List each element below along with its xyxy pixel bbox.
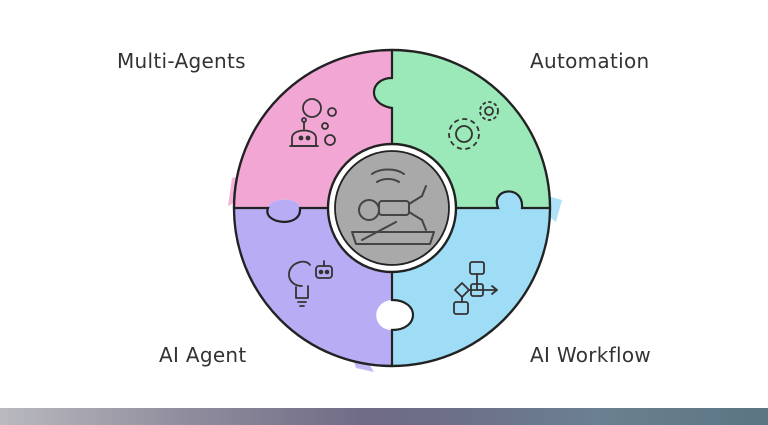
divider-lines	[232, 48, 552, 368]
label-multi-agents: Multi-Agents	[117, 49, 246, 73]
divider-top	[372, 48, 394, 150]
label-ai-workflow: AI Workflow	[530, 343, 652, 367]
flowchart-icon	[453, 261, 498, 315]
outer-ring	[232, 48, 552, 368]
bottom-gradient-strip	[0, 408, 768, 425]
robotic-arm-icon	[351, 168, 435, 245]
gears-icon	[448, 101, 499, 150]
center-circle-fill	[334, 150, 450, 266]
label-ai-agent: AI Agent	[159, 343, 247, 367]
divider-bottom	[390, 268, 415, 368]
divider-right	[452, 190, 552, 210]
bot-with-bubbles-icon	[289, 98, 337, 147]
label-automation: Automation	[530, 49, 650, 73]
lightbulb-bot-icon	[288, 260, 333, 307]
divider-left	[232, 206, 332, 223]
